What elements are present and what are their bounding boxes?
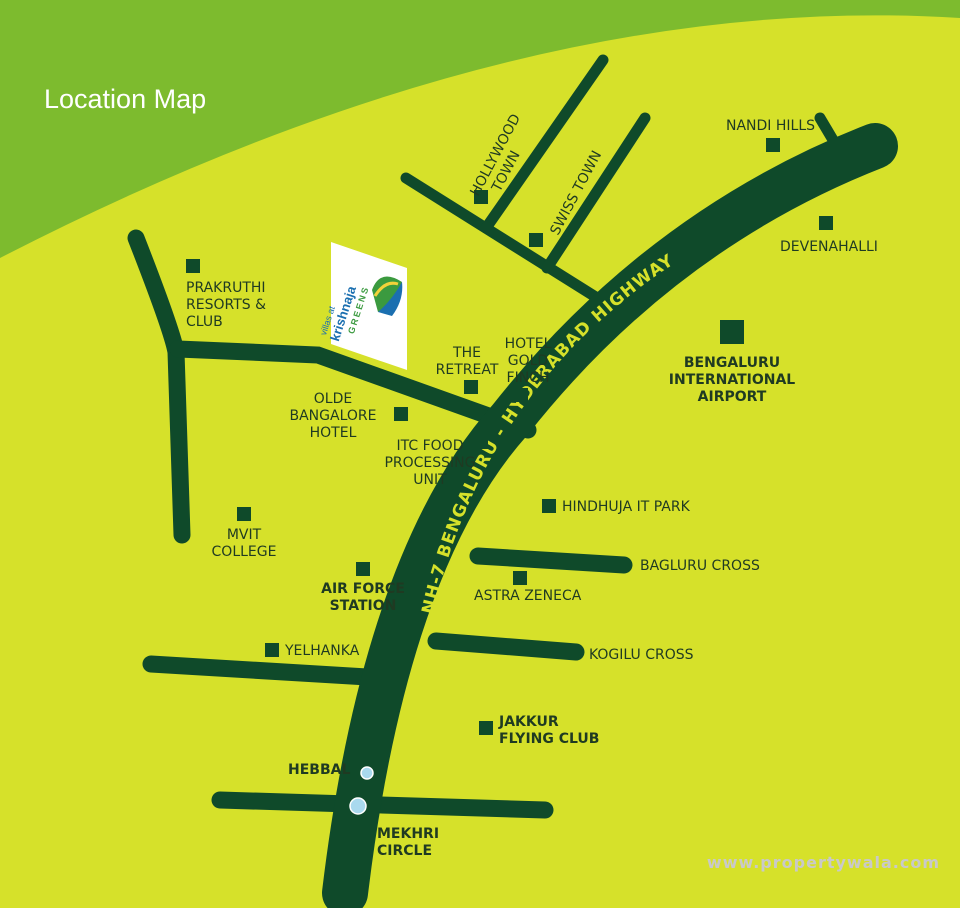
marker-prakruthi: [186, 259, 200, 273]
marker-air-force: [356, 562, 370, 576]
label-college: COLLEGE: [212, 544, 277, 560]
logo-panel: [331, 242, 407, 370]
label-prakruthi-3: CLUB: [186, 314, 223, 330]
marker-hindhuja: [542, 499, 556, 513]
marker-astra-zeneca: [513, 571, 527, 585]
label-bagluru-cross: BAGLURU CROSS: [640, 558, 760, 574]
label-the: THE: [452, 345, 481, 361]
label-devenahalli: DEVENAHALLI: [780, 239, 878, 255]
label-airport-3: AIRPORT: [698, 389, 767, 405]
label-nandi-hills: NANDI HILLS: [726, 118, 815, 134]
marker-nandi-hills: [766, 138, 780, 152]
label-hindhuja: HINDHUJA IT PARK: [562, 499, 691, 515]
label-air-force: AIR FORCE: [321, 581, 405, 597]
krishnaja-greens-logo: villas at krishnaja GREENS: [318, 242, 407, 370]
label-finch: FINCH: [507, 370, 550, 386]
marker-mekhri: [349, 797, 367, 815]
label-hebbal: HEBBAL: [288, 762, 350, 778]
marker-itc-food: [474, 435, 488, 449]
label-bangalore: BANGALORE: [290, 408, 377, 424]
marker-the-retreat: [464, 380, 478, 394]
road-kogilu-cross: [427, 632, 585, 661]
label-hotel: HOTEL: [505, 336, 552, 352]
label-station: STATION: [330, 598, 397, 614]
roads: [127, 54, 898, 908]
label-airport-2: INTERNATIONAL: [669, 372, 795, 388]
label-unit: UNIT: [413, 472, 447, 488]
road-hollywood-town: [480, 54, 609, 234]
marker-olde-bangalore: [394, 407, 408, 421]
road-hollywood-cross: [400, 172, 632, 322]
label-gold: GOLD: [508, 353, 548, 369]
road-bagluru-cross: [469, 547, 633, 574]
label-yelhanka: YELHANKA: [284, 643, 360, 659]
landmark-markers: [186, 138, 833, 735]
road-mekhri: [211, 791, 554, 819]
marker-airport: [720, 320, 744, 344]
label-kogilu-cross: KOGILU CROSS: [589, 647, 694, 663]
marker-hollywood-town: [474, 190, 488, 204]
label-prakruthi-1: PRAKRUTHI: [186, 280, 266, 296]
road-olde-bangalore: [169, 340, 537, 439]
highway-nh7: [322, 123, 898, 908]
marker-yelhanka: [265, 643, 279, 657]
label-olde: OLDE: [314, 391, 352, 407]
road-yelhanka: [142, 655, 393, 687]
label-circle: CIRCLE: [377, 843, 432, 859]
label-olde-hotel: HOTEL: [310, 425, 357, 441]
marker-mvit: [237, 507, 251, 521]
map-title: Location Map: [44, 84, 206, 114]
road-swiss-town: [541, 112, 651, 274]
marker-gold-finch: [514, 388, 528, 402]
label-retreat: RETREAT: [436, 362, 499, 378]
label-processing: PROCESSING: [384, 455, 475, 471]
watermark: www.propertywala.com: [707, 853, 940, 872]
label-mekhri: MEKHRI: [377, 826, 439, 842]
label-jakkur: JAKKUR: [498, 714, 559, 730]
label-airport-1: BENGALURU: [684, 355, 780, 371]
marker-hebbal: [360, 766, 374, 780]
label-astra-zeneca: ASTRA ZENECA: [474, 588, 582, 604]
logo-leaf-icon: [372, 276, 402, 312]
label-flying-club: FLYING CLUB: [499, 731, 599, 747]
marker-jakkur: [479, 721, 493, 735]
label-mvit: MVIT: [227, 527, 262, 543]
marker-swiss-town: [529, 233, 543, 247]
label-itc-food: ITC FOOD: [397, 438, 464, 454]
label-prakruthi-2: RESORTS &: [186, 297, 266, 313]
marker-devenahalli: [819, 216, 833, 230]
corner-banner: [0, 0, 960, 258]
